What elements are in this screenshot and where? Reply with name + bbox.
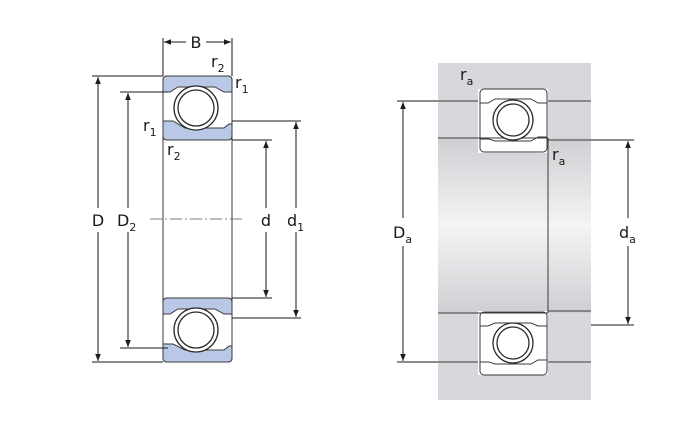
label-ra-top: ra <box>460 65 473 88</box>
label-ra-right: ra <box>552 145 565 168</box>
right-bearing-top-outline <box>479 88 548 153</box>
ball-bottom-inner <box>177 311 215 349</box>
top-ring-section <box>162 75 233 141</box>
outer-ring-bottom <box>162 297 233 315</box>
right-bearing-bottom-outline <box>479 311 548 376</box>
right-outer-race-bottom <box>480 359 547 365</box>
right-mounting-section: ra ra Da da <box>393 63 636 400</box>
label-r1-left: r1 <box>143 116 157 139</box>
label-da-shaft: da <box>619 223 636 246</box>
right-outer-race-top <box>480 98 547 104</box>
right-ball-top-inner <box>496 103 530 137</box>
shaft <box>438 138 591 313</box>
right-bearing-top <box>479 88 548 153</box>
label-d1: d1 <box>287 211 304 234</box>
ball-top-inner <box>177 89 215 127</box>
label-r2-bottom: r2 <box>167 140 181 163</box>
outer-ring-top <box>162 75 233 93</box>
label-r1-right: r1 <box>235 73 249 96</box>
label-da-housing: Da <box>393 223 412 246</box>
label-b: B <box>191 33 202 52</box>
inner-ring-bottom <box>162 343 233 363</box>
label-d-bore: d <box>261 211 271 230</box>
left-bearing-section: B r2 r1 r1 r2 D D2 d d1 <box>92 33 304 363</box>
label-d2: D2 <box>117 211 136 234</box>
label-r2-top: r2 <box>211 52 225 75</box>
label-d-outer: D <box>92 211 104 230</box>
right-inner-race-top <box>480 136 547 142</box>
bottom-ring-section <box>162 297 233 363</box>
right-bearing-bottom <box>479 311 548 376</box>
right-ball-bottom-inner <box>496 326 530 360</box>
